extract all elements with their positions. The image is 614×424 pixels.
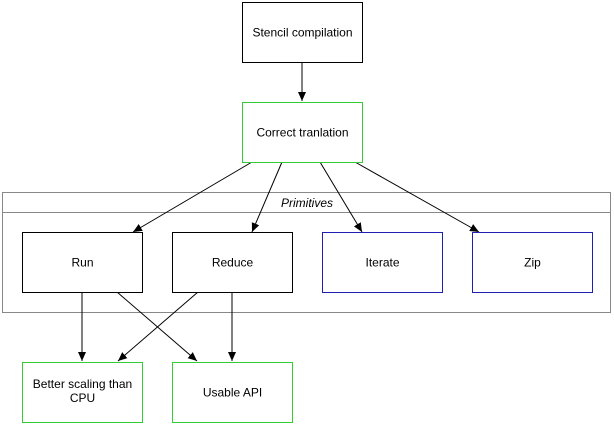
primitives-container bbox=[2, 192, 611, 313]
node-box bbox=[242, 102, 363, 163]
edge-correct-to-run bbox=[132, 161, 253, 233]
edge-run-to-usable-api bbox=[116, 291, 198, 362]
node-label: Correct tranlation bbox=[256, 126, 348, 140]
node-box bbox=[22, 232, 143, 293]
edge-correct-to-iterate bbox=[319, 161, 363, 233]
node-correct-translation[interactable]: Correct tranlation bbox=[242, 102, 363, 163]
node-usable-api[interactable]: Usable API bbox=[172, 362, 293, 423]
node-label-line1: Better scaling than bbox=[33, 377, 132, 391]
node-label: Zip bbox=[524, 256, 541, 270]
node-zip[interactable]: Zip bbox=[472, 232, 593, 293]
node-box bbox=[172, 362, 293, 423]
node-stencil-compilation[interactable]: Stencil compilation bbox=[242, 2, 363, 63]
node-label: Usable API bbox=[203, 386, 262, 400]
node-reduce[interactable]: Reduce bbox=[172, 232, 293, 293]
node-box bbox=[322, 232, 443, 293]
edge-correct-to-reduce bbox=[251, 161, 283, 233]
node-box bbox=[172, 232, 293, 293]
edges bbox=[78, 62, 480, 362]
node-iterate[interactable]: Iterate bbox=[322, 232, 443, 293]
node-run[interactable]: Run bbox=[22, 232, 143, 293]
edge-reduce-to-better-scaling bbox=[117, 291, 199, 362]
node-label: Run bbox=[71, 256, 93, 270]
node-box bbox=[242, 2, 363, 63]
node-box bbox=[22, 362, 143, 423]
node-label: Reduce bbox=[212, 256, 254, 270]
node-label-line2: CPU bbox=[70, 391, 95, 405]
edge-correct-to-zip bbox=[354, 161, 480, 233]
node-label: Iterate bbox=[365, 256, 399, 270]
node-better-scaling[interactable]: Better scaling than CPU bbox=[22, 362, 143, 423]
node-box bbox=[472, 232, 593, 293]
primitives-group-label: Primitives bbox=[281, 196, 333, 210]
node-label: Stencil compilation bbox=[252, 26, 352, 40]
primitives-group: Primitives bbox=[2, 192, 611, 313]
